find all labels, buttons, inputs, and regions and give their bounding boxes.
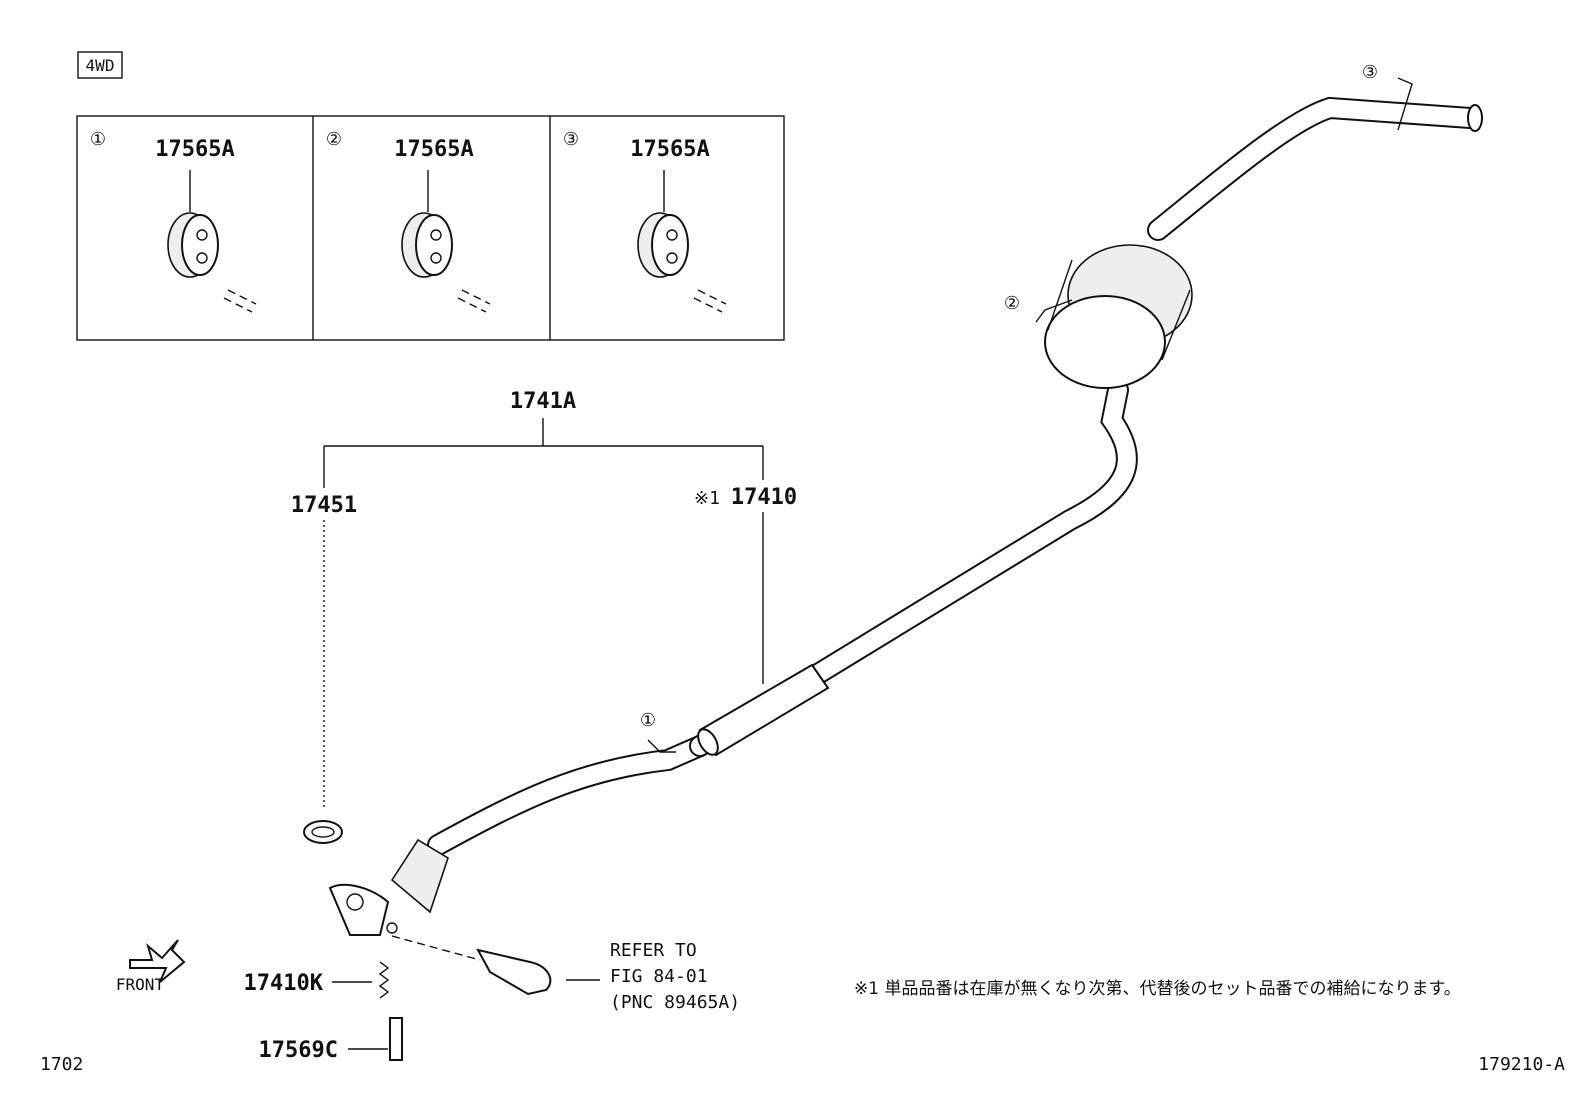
part-label-bolt: 17569C (259, 1038, 338, 1063)
refer-line-1: REFER TO (610, 940, 697, 961)
hanger-3 (1397, 77, 1413, 131)
callout-1: ① (640, 710, 656, 731)
inset-2-part: 17565A (394, 137, 473, 162)
refer-line-3: (PNC 89465A) (610, 992, 740, 1013)
supply-note: ※1 単品品番は在庫が無くなり次第、代替後のセット品番での補給になります。 (854, 979, 1461, 999)
inset-2-number: ② (326, 129, 342, 150)
stud-17410k (378, 961, 390, 999)
assembly-right-label: 17410 (731, 485, 797, 510)
catalytic-converter (390, 838, 449, 914)
hanger-rubber-1 (167, 212, 257, 313)
hanger-2 (1035, 299, 1073, 323)
hanger-rubber-2 (401, 212, 491, 313)
badge-frame (77, 51, 123, 79)
sensor-dash-leader (391, 935, 481, 961)
hanger-rubber-3 (637, 212, 727, 313)
assembly-left-label: 17451 (291, 493, 357, 518)
bolt-17569c (389, 1017, 403, 1061)
front-arrow-icon (129, 939, 186, 983)
inset-1-number: ① (90, 129, 106, 150)
front-label: FRONT (116, 975, 165, 994)
inset-frame (76, 115, 785, 341)
tail-tip (1467, 104, 1483, 132)
callout-3: ③ (1362, 62, 1378, 83)
gasket-17451 (303, 820, 343, 844)
exhaust-flange (328, 883, 390, 936)
footer-left-code: 1702 (40, 1054, 83, 1075)
assembly-bracket: 1741A 17451 ※1 17410 (291, 389, 797, 810)
hanger-1 (647, 739, 676, 753)
oxygen-sensor (476, 948, 552, 996)
inset-panels: ① 17565A ② 17565A ③ 17565A (76, 115, 785, 341)
assembly-parent-label: 1741A (510, 389, 576, 414)
inset-3-part: 17565A (630, 137, 709, 162)
callout-2: ② (1004, 293, 1020, 314)
part-label-stud: 17410K (244, 971, 324, 996)
assembly-note-mark: ※1 (694, 488, 720, 509)
refer-line-2: FIG 84-01 (610, 966, 708, 987)
inset-1-part: 17565A (155, 137, 234, 162)
badge-4wd: 4WD (86, 56, 115, 75)
footer-right-code: 179210-A (1478, 1054, 1565, 1075)
inset-3-number: ③ (563, 129, 579, 150)
exhaust-pipe (303, 96, 1483, 936)
sub-muffler (698, 663, 830, 757)
